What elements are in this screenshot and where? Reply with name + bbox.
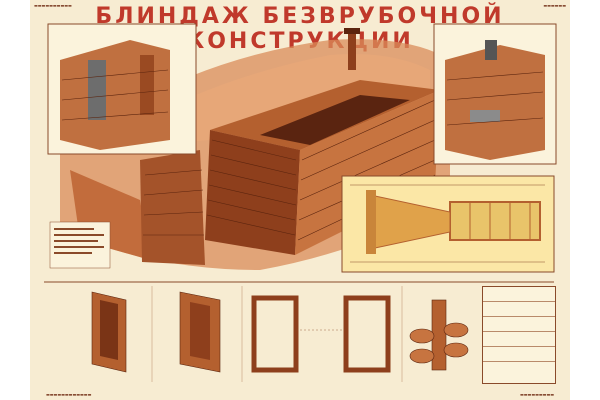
vent-pipe xyxy=(348,30,356,70)
trench-wall-logs xyxy=(140,150,205,265)
table-row xyxy=(483,301,555,316)
table-row xyxy=(483,346,555,361)
table-header-row xyxy=(483,287,555,301)
table-row xyxy=(483,316,555,331)
table-row xyxy=(483,361,555,376)
poster-number: ▬▬▬▬▬▬ xyxy=(543,3,566,8)
bottom-print-info: ▬▬▬▬▬▬▬▬▬▬▬▬ xyxy=(46,392,92,397)
main-illustration xyxy=(44,23,557,382)
detail-door-frame xyxy=(91,291,127,373)
detail-log-joint xyxy=(409,299,469,371)
materials-table xyxy=(482,286,556,384)
publisher-note: ▬▬▬▬▬▬▬▬▬▬ xyxy=(34,3,72,8)
table-row xyxy=(483,331,555,346)
plan-shelter xyxy=(449,201,541,241)
detail-window-frames xyxy=(251,295,391,373)
detail-frame xyxy=(179,291,221,373)
vent-cap xyxy=(344,28,360,34)
roof-front xyxy=(205,130,300,255)
bottom-print-info-right: ▬▬▬▬▬▬▬▬▬ xyxy=(519,392,554,397)
roof-side xyxy=(295,90,440,255)
interior-pit xyxy=(260,95,410,145)
poster: ▬▬▬▬▬▬▬▬▬▬ ▬▬▬▬▬▬ БЛИНДАЖ БЕЗВРУБОЧНОЙ К… xyxy=(30,0,570,400)
